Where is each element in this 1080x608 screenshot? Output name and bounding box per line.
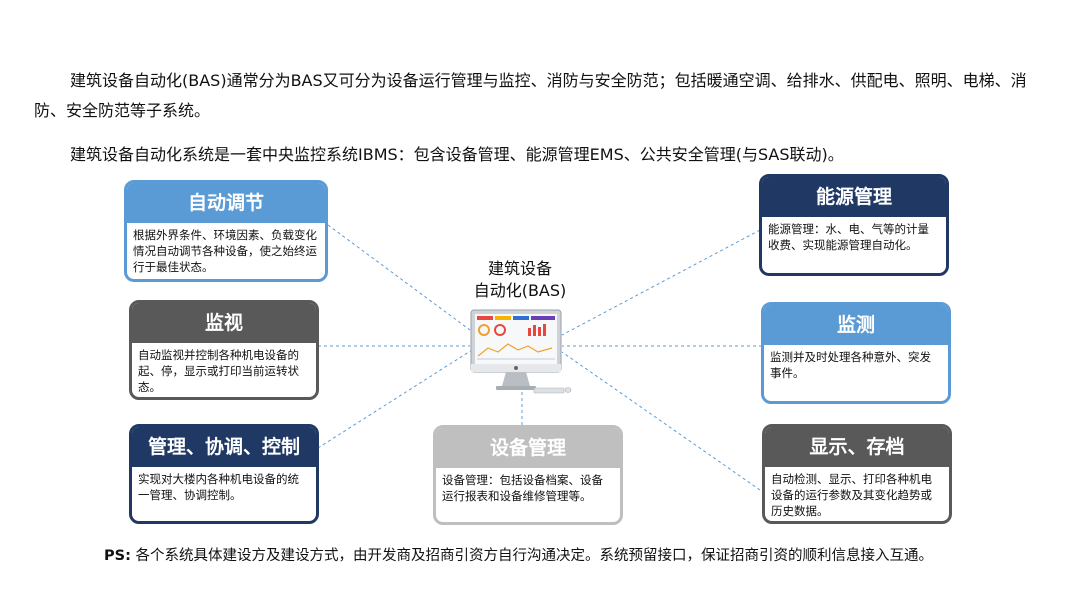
card-title: 自动调节 <box>127 183 325 223</box>
card-detection: 监测 监测并及时处理各种意外、突发事件。 <box>761 302 951 404</box>
card-text: 能源管理：水、电、气等的计量收费、实现能源管理自动化。 <box>768 222 929 252</box>
computer-monitor-icon <box>470 309 572 394</box>
connector-management <box>317 349 473 449</box>
card-text: 根据外界条件、环境因素、负载变化情况自动调节各种设备，使之始终运行于最佳状态。 <box>133 228 317 274</box>
center-label: 建筑设备 自动化(BAS) <box>455 258 585 302</box>
connector-energy <box>561 229 761 336</box>
center-label-line-1: 建筑设备 <box>487 259 552 278</box>
card-title: 设备管理 <box>436 428 620 468</box>
card-auto-adjust: 自动调节 根据外界条件、环境因素、负载变化情况自动调节各种设备，使之始终运行于最… <box>124 180 328 282</box>
card-management: 管理、协调、控制 实现对大楼内各种机电设备的统一管理、协调控制。 <box>129 424 319 524</box>
card-monitoring: 监视 自动监视并控制各种机电设备的起、停，显示或打印当前运转状态。 <box>129 300 319 400</box>
center-label-line-2: 自动化(BAS) <box>473 281 567 300</box>
ps-note: PS: 各个系统具体建设方及建设方式，由开发商及招商引资方自行沟通决定。系统预留… <box>104 544 1064 565</box>
connector-auto-adjust <box>327 224 471 331</box>
intro-paragraph-2: 建筑设备自动化系统是一套中央监控系统IBMS：包含设备管理、能源管理EMS、公共… <box>70 145 844 164</box>
card-text: 设备管理：包括设备档案、设备运行报表和设备维修管理等。 <box>442 473 603 503</box>
card-title: 显示、存档 <box>765 427 949 467</box>
card-display-archive: 显示、存档 自动检测、显示、打印各种机电设备的运行参数及其变化趋势或历史数据。 <box>762 424 952 524</box>
card-device-management: 设备管理 设备管理：包括设备档案、设备运行报表和设备维修管理等。 <box>433 425 623 525</box>
card-title: 监测 <box>764 305 948 345</box>
card-text: 自动监视并控制各种机电设备的起、停，显示或打印当前运转状态。 <box>138 348 299 394</box>
card-text: 自动检测、显示、打印各种机电设备的运行参数及其变化趋势或历史数据。 <box>771 472 932 518</box>
card-energy-management: 能源管理 能源管理：水、电、气等的计量收费、实现能源管理自动化。 <box>759 174 949 276</box>
card-title: 管理、协调、控制 <box>132 427 316 467</box>
card-title: 能源管理 <box>762 177 946 217</box>
ps-text: 各个系统具体建设方及建设方式，由开发商及招商引资方自行沟通决定。系统预留接口，保… <box>135 548 933 564</box>
ps-label: PS: <box>104 548 131 564</box>
intro-paragraph-1: 建筑设备自动化(BAS)通常分为BAS又可分为设备运行管理与监控、消防与安全防范… <box>34 71 1027 120</box>
card-text: 实现对大楼内各种机电设备的统一管理、协调控制。 <box>138 472 299 502</box>
card-title: 监视 <box>132 303 316 343</box>
card-text: 监测并及时处理各种意外、突发事件。 <box>770 350 931 380</box>
connector-display <box>561 351 761 491</box>
